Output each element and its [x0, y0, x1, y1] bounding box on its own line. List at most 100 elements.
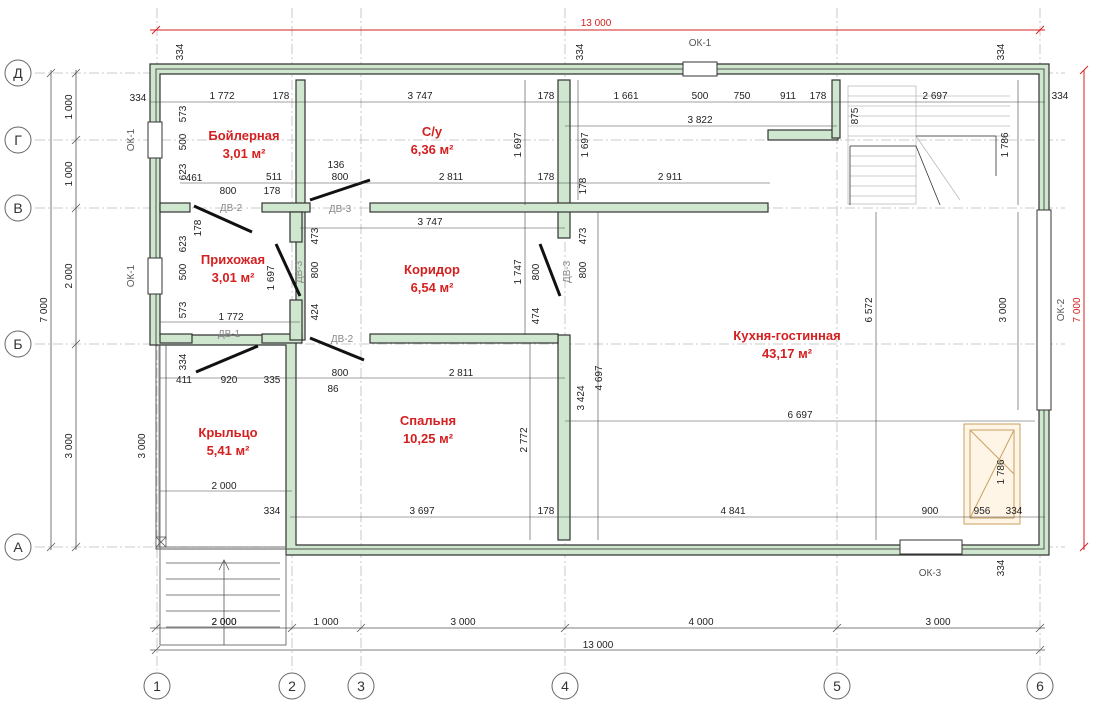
dim-178-h: 178: [538, 506, 555, 517]
porch-stairs: [155, 345, 287, 646]
room-name-corridor: Коридор: [404, 262, 460, 277]
dim-3697: 3 697: [409, 506, 434, 517]
outer-wall: [149, 63, 1050, 556]
dim-334-top-left: 334: [130, 93, 147, 104]
dim-334-axis6-top: 334: [996, 43, 1007, 60]
dim-178-a: 178: [273, 91, 290, 102]
dim-178-e: 178: [538, 172, 555, 183]
room-name-hall: Прихожая: [201, 252, 265, 267]
dim-334-axis4-top: 334: [575, 43, 586, 60]
axis-label-6: 6: [1036, 678, 1044, 694]
dim-3747-top: 3 747: [407, 91, 432, 102]
window-top: [682, 61, 718, 77]
dim-500: 500: [692, 91, 709, 102]
wall-stair-top: [767, 129, 839, 141]
dim-1697-b: 1 697: [580, 132, 591, 157]
dim-334-porch: 334: [178, 353, 189, 370]
axis-label-4: 4: [561, 678, 569, 694]
window-left-2: [147, 257, 163, 295]
dim-2811-a: 2 811: [439, 172, 464, 183]
dim-2911: 2 911: [658, 172, 683, 183]
dim-573-a: 573: [178, 105, 189, 122]
room-name-bedroom: Спальня: [400, 413, 456, 428]
window-left-1: [147, 121, 163, 159]
wall-b-left: [159, 333, 193, 344]
dim-1661: 1 661: [613, 91, 638, 102]
windows: [147, 61, 1052, 555]
bottom-dim-5: 3 000: [925, 617, 950, 628]
dim-956: 956: [974, 506, 991, 517]
dim-3000-right: 3 000: [998, 297, 1009, 322]
window-label-top: ОК-1: [689, 38, 712, 49]
dim-573-b: 573: [178, 301, 189, 318]
dimension-texts: 334 1 772 178 3 747 178 1 661 500 750 91…: [130, 43, 1069, 576]
bottom-dim-3: 3 000: [450, 617, 475, 628]
bottom-dim-2: 1 000: [313, 617, 338, 628]
row-axis-bubbles: Д Г В Б А: [4, 59, 32, 561]
dim-623-a: 623: [178, 163, 189, 180]
dim-86: 86: [327, 384, 339, 395]
dim-800-e: 800: [578, 261, 589, 278]
dim-178-f: 178: [578, 177, 589, 194]
dim-500-b: 500: [178, 263, 189, 280]
room-name-boiler: Бойлерная: [208, 128, 279, 143]
room-area-boiler: 3,01 м²: [223, 146, 267, 161]
dim-800-b: 800: [332, 172, 349, 183]
door-label-dv3-b: ДВ-3: [294, 260, 305, 283]
dim-6572: 6 572: [864, 297, 875, 322]
dim-800-f: 800: [332, 368, 349, 379]
axis-bubble-5: [823, 672, 851, 700]
window-label-right: ОК-2: [1056, 298, 1067, 321]
wall-stub-2: [289, 299, 303, 341]
dim-3822: 3 822: [687, 115, 712, 126]
dim-334-bottom-left: 334: [264, 506, 281, 517]
room-name-kitchen: Кухня-гостинная: [733, 328, 840, 343]
axis-label-b: Б: [13, 336, 22, 352]
dim-1772-low: 1 772: [218, 312, 243, 323]
dim-800-d: 800: [531, 263, 542, 280]
wall-stair-side: [831, 79, 841, 139]
dim-178-g: 178: [193, 219, 204, 236]
window-label-bottom: ОК-3: [919, 568, 942, 579]
room-area-bathroom: 6,36 м²: [411, 142, 455, 157]
room-area-kitchen: 43,17 м²: [762, 346, 813, 361]
dim-4841: 4 841: [720, 506, 745, 517]
room-area-hall: 3,01 м²: [212, 270, 256, 285]
room-name-bathroom: С/у: [422, 124, 443, 139]
interior-dimension-lines: [150, 80, 1045, 547]
door-label-dv2-b: ДВ-2: [331, 334, 354, 345]
dim-3000-left: 3 000: [137, 433, 148, 458]
dim-3747-mid: 3 747: [417, 217, 442, 228]
dim-920: 920: [221, 375, 238, 386]
axis-bubble-b: [4, 330, 32, 358]
overall-right-dim: 7 000: [1072, 297, 1083, 322]
dim-178-c: 178: [810, 91, 827, 102]
dim-911: 911: [780, 91, 796, 102]
axis-bubble-4: [551, 672, 579, 700]
dim-2000-porch: 2 000: [211, 481, 236, 492]
dim-800-c: 800: [310, 261, 321, 278]
dim-800-a: 800: [220, 186, 237, 197]
interior-stairs: [847, 85, 1010, 205]
window-right: [1036, 209, 1052, 411]
wall-v-right: [369, 202, 769, 213]
column-axis-bubbles: 1 2 3 4 5 6: [143, 672, 1054, 700]
dim-1697-c: 1 697: [266, 265, 277, 290]
axis-label-a: А: [13, 539, 23, 555]
dim-3424: 3 424: [576, 385, 587, 410]
door-label-dv3-a: ДВ-3: [329, 204, 352, 215]
dim-511: 511: [266, 172, 282, 183]
dim-474: 474: [531, 307, 542, 324]
overall-dimension-red: [150, 25, 1089, 552]
bottom-dimension-lines: [46, 68, 1045, 655]
dim-623-b: 623: [178, 235, 189, 252]
axis-label-5: 5: [833, 678, 841, 694]
room-area-porch: 5,41 м²: [207, 443, 251, 458]
overall-bottom-dim: 13 000: [583, 640, 614, 651]
axis-label-v: В: [13, 200, 22, 216]
axis-bubble-g: [4, 126, 32, 154]
dim-461: 461: [186, 173, 203, 184]
door-leaves: [193, 178, 562, 374]
dim-473-a: 473: [310, 227, 321, 244]
axis-label-d: Д: [13, 65, 23, 81]
